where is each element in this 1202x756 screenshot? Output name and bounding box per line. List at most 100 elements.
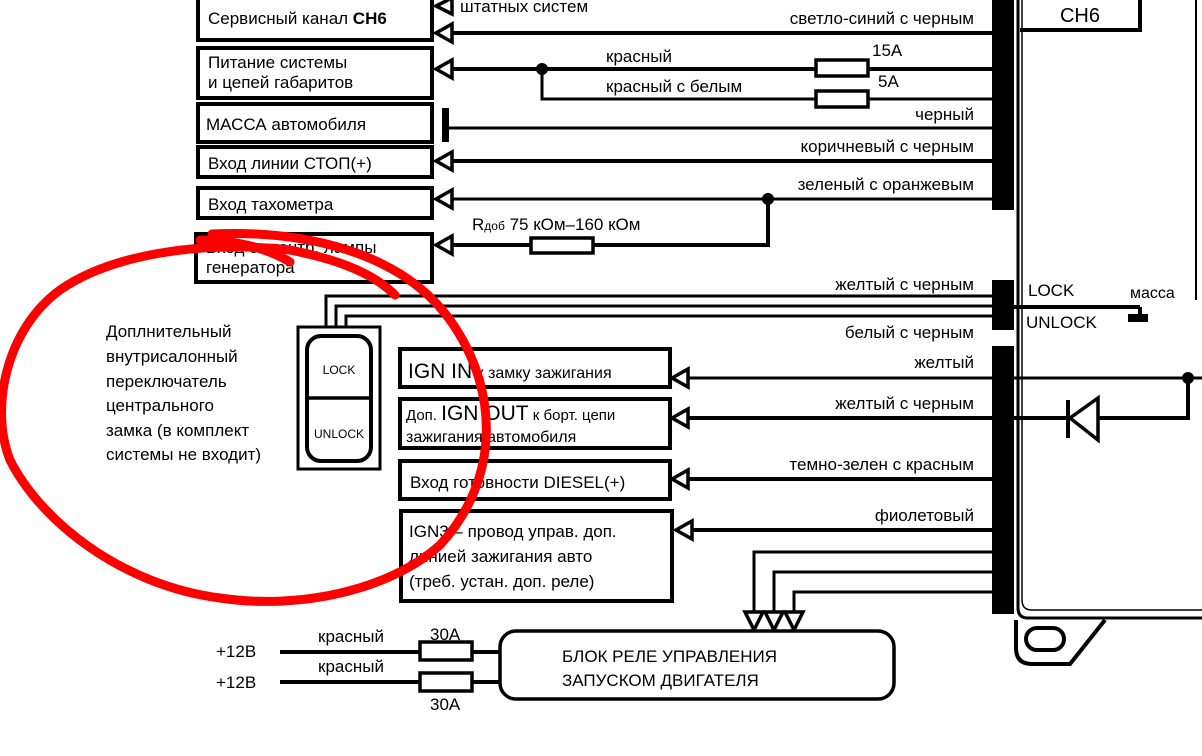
ign3-label-2: линией зажигания авто <box>409 547 592 566</box>
svg-text:замка (в комплект: замка (в комплект <box>106 421 249 440</box>
ground-box <box>196 102 434 144</box>
arrow-icon <box>762 610 786 634</box>
input-fuse-label-1: 30А <box>430 625 461 644</box>
wire-label-service: светло-синий с черным <box>790 9 974 28</box>
wire-label-green-orange: зеленый с оранжевым <box>798 175 974 194</box>
diode-wire <box>1014 378 1190 420</box>
red-circle-annotation <box>0 229 491 606</box>
svg-text:внутрисалонный: внутрисалонный <box>106 347 238 366</box>
ign-in-label: IGN IN к замку зажигания <box>408 360 612 383</box>
ign-in-box <box>398 347 672 389</box>
ground-label: МАССА автомобиля <box>206 115 366 134</box>
wire-unlock <box>344 314 992 326</box>
input-wire-label-2: красный <box>318 657 384 676</box>
stop-label: Вход линии СТОП(+) <box>208 154 372 173</box>
input-voltage-1: +12В <box>216 642 256 661</box>
power-supply: Питание системы и цепей габаритов красны… <box>196 41 992 109</box>
relay-label-2: ЗАПУСКОМ ДВИГАТЕЛЯ <box>562 671 759 690</box>
wire-lock <box>324 294 992 326</box>
ground-bar-icon <box>442 108 449 142</box>
fuse-5a-icon <box>814 89 870 109</box>
wire-label-yellow-black: желтый с черным <box>835 275 974 294</box>
diesel-input: Вход готовности DIESEL(+) темно-зелен с … <box>398 455 992 501</box>
svg-text:Доплнительный: Доплнительный <box>106 322 232 341</box>
wire-label-darkgreen-red: темно-зелен с красным <box>789 455 974 474</box>
fuse-30a-icon <box>418 671 474 693</box>
wire-label-black: черный <box>915 105 974 124</box>
svg-text:системы не входит): системы не входит) <box>106 445 261 464</box>
wire-label-white-black: белый с черным <box>845 323 974 342</box>
arrow-icon <box>432 57 454 81</box>
resistor-icon <box>529 236 595 255</box>
power-label-1: Питание системы <box>208 53 347 72</box>
diode-icon <box>1067 394 1100 444</box>
arrow-icon <box>742 610 766 634</box>
fuse-30a-icon <box>418 640 474 662</box>
ch6-box <box>1020 0 1142 32</box>
connector-top <box>992 0 1014 210</box>
arrow-icon <box>432 149 454 173</box>
lock-switch-group: желтый с черным белый с черным LOCK UNLO… <box>106 275 992 471</box>
alarm-unit: CH6 LOCK UNLOCK масса <box>992 0 1202 666</box>
connector-bottom <box>992 346 1014 614</box>
wire-label-yellow-black-2: желтый с черным <box>835 394 974 413</box>
wire-label-red: красный <box>606 47 672 66</box>
stop-box <box>196 145 434 179</box>
unit-unlock-label: UNLOCK <box>1026 313 1098 332</box>
relay-block: БЛОК РЕЛЕ УПРАВЛЕНИЯ ЗАПУСКОМ ДВИГАТЕЛЯ … <box>216 550 992 714</box>
diesel-label: Вход готовности DIESEL(+) <box>410 473 625 492</box>
ign-in: IGN IN к замку зажигания желтый <box>398 347 992 390</box>
tacho-label: Вход тахометра <box>208 195 334 214</box>
arrow-icon <box>672 518 694 542</box>
relay-wire-3 <box>792 590 992 612</box>
generator-label-2: генератора <box>206 258 295 277</box>
service-top-label: штатных систем <box>460 0 588 16</box>
svg-text:переключатель: переключатель <box>106 372 227 391</box>
switch-description: Доплнительный внутрисалонный переключате… <box>106 322 261 464</box>
tacho-input: Вход тахометра зеленый с оранжевым <box>196 175 992 220</box>
service-channel: Сервисный канал CH6 штатных систем светл… <box>196 0 992 45</box>
arrow-icon <box>668 366 690 390</box>
unit-lock-label: LOCK <box>1028 281 1075 300</box>
wire-label-yellow: желтый <box>914 353 974 372</box>
svg-text:центрального: центрального <box>106 396 214 415</box>
fuse-15a-label: 15A <box>872 41 903 60</box>
relay-box <box>498 629 896 701</box>
ign3-label-1: IGN3 – провод управ. доп. <box>409 522 617 541</box>
stop-input: Вход линии СТОП(+) коричневый с черным <box>196 137 992 179</box>
relay-wire-1 <box>752 550 992 612</box>
input-voltage-2: +12В <box>216 673 256 692</box>
ign3: IGN3 – провод управ. доп. линией зажиган… <box>399 506 992 603</box>
relay-wire-2 <box>772 570 992 612</box>
wire-label-violet: фиолетовый <box>875 506 974 525</box>
service-channel-label: Сервисный канал CH6 <box>208 9 387 28</box>
vehicle-ground: МАССА автомобиля черный <box>196 102 992 144</box>
fuse-5a-label: 5A <box>878 72 899 91</box>
ch6-label: CH6 <box>1060 5 1100 27</box>
power-box <box>196 46 434 100</box>
service-channel-box <box>196 0 434 42</box>
arrow-icon <box>782 610 806 634</box>
arrow-icon <box>432 187 454 211</box>
mounting-tab <box>1014 618 1107 666</box>
arrow-icon <box>668 406 690 430</box>
unit-housing <box>1016 0 1202 620</box>
input-wire-label-1: красный <box>318 627 384 646</box>
connector-lock <box>992 280 1014 330</box>
tacho-box <box>196 186 434 220</box>
arrow-icon <box>432 21 454 45</box>
ign-out-box <box>398 397 672 450</box>
ground-symbol-icon <box>1128 314 1148 322</box>
fuse-15a-icon <box>814 58 870 78</box>
mounting-hole <box>1024 626 1066 652</box>
ign-out-label-2: зажигания автомобиля <box>406 429 576 446</box>
unit-housing-inner <box>1021 0 1202 611</box>
wire-label-brown-black: коричневый с черным <box>801 137 975 156</box>
switch-unlock-label: UNLOCK <box>314 427 364 441</box>
ign3-box <box>399 509 674 603</box>
unit-ground-label: масса <box>1130 285 1175 302</box>
power-label-2: и цепей габаритов <box>208 73 353 92</box>
red-annotation <box>0 229 491 606</box>
arrow-icon <box>668 467 690 491</box>
